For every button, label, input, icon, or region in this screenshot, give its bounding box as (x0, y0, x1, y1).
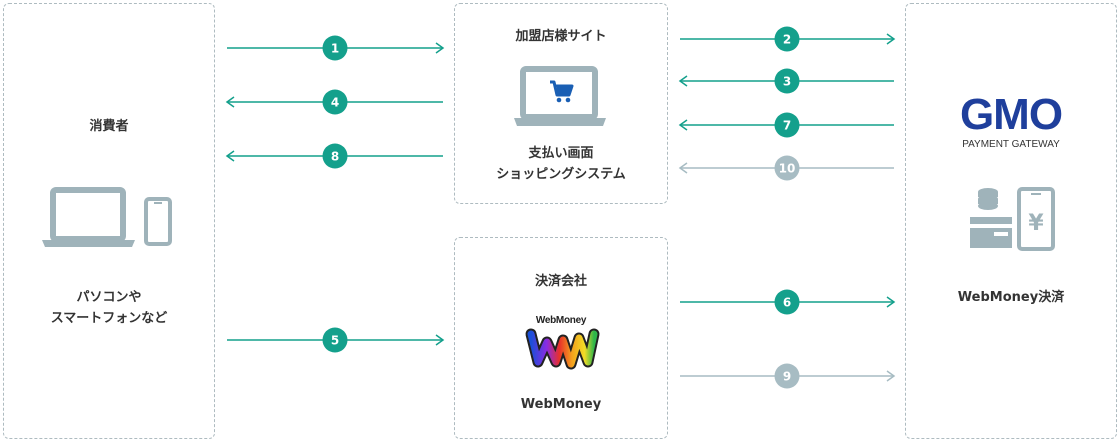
step-number: 9 (783, 370, 791, 384)
yen-icon: ¥ (1028, 211, 1044, 236)
step-badge (774, 26, 800, 52)
webmoney-logo: WebMoney (511, 315, 611, 375)
flow-arrow-4: 4 (225, 89, 443, 115)
flow-arrowhead-left-icon (225, 96, 235, 108)
flow-arrowhead-left-icon (678, 119, 688, 131)
webmoney-logo-text: WebMoney (535, 315, 587, 326)
merchant-site-box (454, 3, 668, 204)
step-badge (774, 155, 800, 181)
flow-arrowhead-left-icon (225, 150, 235, 162)
laptop-cart-icon (514, 66, 606, 126)
merchant-title: 加盟店様サイト (515, 29, 607, 44)
step-badge (774, 112, 800, 138)
flow-arrow-8: 8 (225, 143, 443, 169)
flow-arrow-9: 9 (680, 363, 896, 389)
settlement-name: WebMoney (520, 397, 602, 412)
flow-arrowhead-left-icon (678, 162, 688, 174)
flow-arrow-6: 6 (680, 289, 896, 315)
step-badge (774, 363, 800, 389)
flow-arrow-2: 2 (680, 26, 896, 52)
gmo-logo: GMO PAYMENT GATEWAY (905, 93, 1117, 152)
flow-arrowhead-left-icon (678, 75, 688, 87)
gateway-service-label: WebMoney決済 (957, 290, 1065, 305)
flow-arrow-5: 5 (227, 327, 445, 353)
consumer-title: 消費者 (89, 119, 129, 134)
flow-arrowhead-right-icon (435, 42, 445, 54)
consumer-box (3, 3, 215, 439)
shopping-cart-icon (550, 80, 574, 103)
flow-arrowhead-right-icon (886, 296, 896, 308)
flow-arrow-3: 3 (678, 68, 894, 94)
step-badge (322, 143, 348, 169)
step-number: 6 (783, 296, 791, 310)
step-number: 2 (783, 33, 791, 47)
settlement-title: 決済会社 (534, 274, 587, 289)
cash-register-smartphone-icon: ¥ (970, 187, 1055, 251)
step-number: 4 (331, 96, 339, 110)
step-number: 3 (783, 75, 791, 89)
flow-arrow-1: 1 (227, 35, 445, 61)
step-number: 7 (783, 119, 791, 133)
flow-arrow-10: 10 (678, 155, 894, 181)
wm-logo-graphic-icon (525, 328, 600, 370)
step-number: 10 (779, 162, 796, 176)
step-number: 8 (331, 150, 339, 164)
step-number: 1 (331, 42, 339, 56)
consumer-devices-label: パソコンや スマートフォンなど (50, 290, 168, 326)
flow-arrow-7: 7 (678, 112, 894, 138)
flow-arrowhead-right-icon (435, 334, 445, 346)
step-badge (322, 35, 348, 61)
step-badge (774, 68, 800, 94)
gmo-logo-subtitle: PAYMENT GATEWAY (962, 139, 1060, 150)
step-badge (774, 289, 800, 315)
step-badge (322, 89, 348, 115)
payment-screen-label: 支払い画面 ショッピングシステム (496, 146, 626, 182)
step-badge (322, 327, 348, 353)
gmo-logo-mark: GMO (959, 90, 1063, 139)
laptop-smartphone-icon (42, 187, 172, 247)
step-number: 5 (331, 334, 339, 348)
flow-arrowhead-right-icon (886, 370, 896, 382)
flow-arrowhead-right-icon (886, 33, 896, 45)
